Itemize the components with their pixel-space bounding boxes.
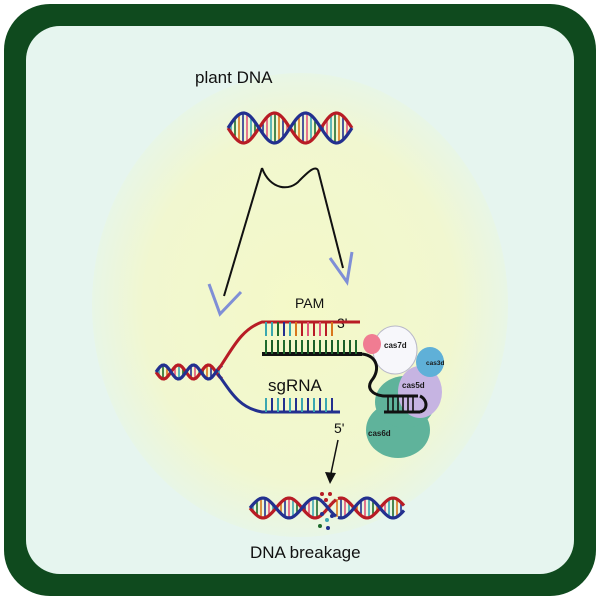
cleavage-fragment: [324, 498, 328, 502]
pam-label: PAM: [295, 295, 324, 311]
cascade-complex: cas7d cas3d cas5d cas6d: [361, 325, 444, 458]
lower-strand-rungs: [265, 398, 333, 412]
cas7d-protein: [372, 325, 418, 375]
right-arrowhead: [328, 251, 354, 286]
dna-breakage-label: DNA breakage: [250, 543, 361, 562]
split-bridge-line: [261, 167, 319, 189]
right-arrow-line: [317, 169, 344, 269]
strand-separation: [216, 320, 362, 414]
five-prime-label: 5': [334, 420, 344, 436]
split-arrows: [207, 167, 354, 317]
sgrna-rungs: [265, 340, 357, 354]
breakage-arrowhead: [325, 472, 336, 484]
lower-blue-strand: [216, 373, 340, 414]
cas3d-protein: [416, 347, 444, 377]
cas3d-label: cas3d: [426, 360, 444, 367]
cas5d-label: cas5d: [402, 381, 425, 390]
upper-red-strand: [216, 320, 360, 371]
cleavage-fragment: [320, 512, 324, 516]
pink-domain: [363, 334, 381, 354]
red-backbone: [154, 363, 223, 381]
plant-dna-label: plant DNA: [195, 68, 273, 87]
cas7d-label: cas7d: [384, 341, 407, 350]
upper-strand-rungs: [265, 322, 333, 336]
sgrna-label: sgRNA: [268, 376, 323, 395]
blue-backbone: [154, 363, 223, 381]
cleavage-fragment: [320, 492, 324, 496]
cas6d-label: cas6d: [368, 429, 391, 438]
left-arrow-line: [223, 167, 263, 297]
cleavage-fragment: [326, 526, 330, 530]
breakage-arrow: [325, 439, 339, 484]
blue-backbone: [226, 111, 354, 145]
breakage-arrow-line: [329, 439, 339, 479]
cleavage-fragment: [330, 514, 334, 518]
cleavage-fragment: [328, 492, 332, 496]
broken-dna-helix: [248, 492, 406, 530]
left-dna-helix: [154, 363, 223, 381]
cleavage-fragment: [325, 518, 329, 522]
crrna-loop-rungs: [387, 397, 414, 411]
cas5d-protein: [398, 366, 442, 418]
plant-dna-helix: [226, 111, 354, 145]
crrna-loop: [361, 352, 428, 414]
blue-backbone: [248, 496, 406, 520]
left-arrowhead: [207, 283, 243, 317]
cleavage-fragment: [318, 524, 322, 528]
